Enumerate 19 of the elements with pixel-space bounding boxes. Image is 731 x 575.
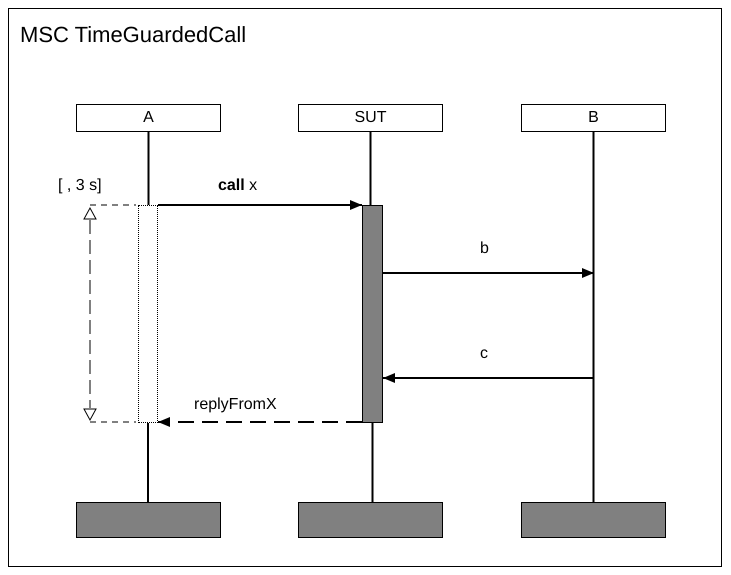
instance-head-box: B — [521, 104, 666, 132]
suspension-region — [138, 205, 158, 423]
message-arrow — [158, 200, 362, 210]
reply-arrow — [158, 417, 362, 427]
instance-end-bar — [521, 502, 666, 538]
message-label: replyFromX — [192, 396, 279, 414]
activation-bar — [362, 205, 383, 423]
instance-end-bar — [76, 502, 221, 538]
message-arrow — [383, 268, 594, 278]
message-arrow — [383, 373, 594, 383]
lifeline — [592, 132, 594, 502]
lifeline — [370, 132, 372, 205]
instance-head-box: A — [76, 104, 221, 132]
lifeline — [147, 423, 149, 502]
lifeline — [148, 132, 150, 205]
diagram-title: MSC TimeGuardedCall — [20, 22, 246, 48]
instance-head-box: SUT — [298, 104, 443, 132]
instance-end-bar — [298, 502, 443, 538]
lifeline — [372, 423, 374, 502]
